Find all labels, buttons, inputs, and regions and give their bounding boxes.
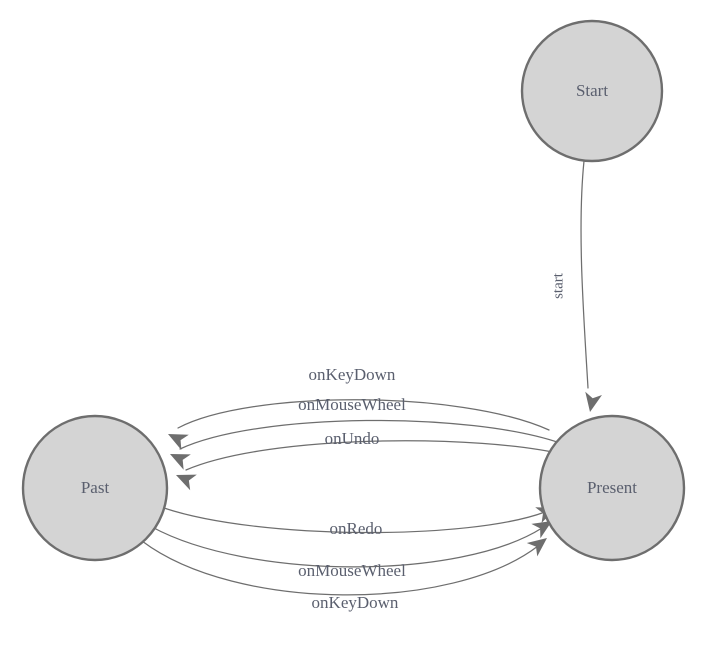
node-label-present: Present: [587, 478, 637, 497]
edge-line: [141, 540, 539, 596]
edge-labels-layer: start onKeyDown onMouseWheel onUndo onRedo on…: [298, 272, 566, 612]
node-label-start: Start: [576, 81, 608, 100]
edge-line: [185, 440, 567, 471]
arrowhead-icon: [531, 521, 552, 539]
arrowhead-icon: [526, 538, 547, 557]
edge-label-past-to-present-onredo: onRedo: [330, 519, 383, 538]
edge-present-to-past-onkeydown[interactable]: [164, 399, 550, 450]
edge-line: [179, 419, 561, 450]
node-circle: [538, 414, 686, 562]
edge-label-start-to-present: start: [550, 272, 566, 299]
edge-past-to-present-onmousewheel[interactable]: [151, 514, 557, 568]
edge-present-to-past-onundo[interactable]: [173, 440, 567, 491]
edge-label-past-to-present-onmousewheel: onMouseWheel: [298, 561, 406, 580]
arrowhead-icon: [170, 454, 191, 470]
edges-layer: [141, 160, 602, 596]
edge-line: [177, 399, 550, 431]
edge-present-to-past-onmousewheel[interactable]: [166, 419, 561, 470]
arrowhead-icon: [585, 391, 602, 412]
node-circle: [520, 19, 664, 163]
arrowhead-icon: [168, 434, 189, 450]
edge-label-past-to-present-onkeydown: onKeyDown: [312, 593, 399, 612]
node-past[interactable]: Past: [21, 414, 169, 562]
node-start[interactable]: Start: [520, 19, 664, 163]
edge-line: [580, 160, 589, 389]
edge-label-present-to-past-onundo: onUndo: [325, 429, 380, 448]
edge-line: [163, 507, 546, 534]
edge-line: [151, 526, 543, 568]
edge-start-to-present[interactable]: [580, 160, 602, 414]
node-present[interactable]: Present: [538, 414, 686, 562]
edge-label-present-to-past-onmousewheel: onMouseWheel: [298, 395, 406, 414]
edge-label-present-to-past-onkeydown: onKeyDown: [309, 365, 396, 384]
node-label-past: Past: [81, 478, 110, 497]
arrowhead-icon: [176, 474, 197, 491]
node-circle: [21, 414, 169, 562]
edge-past-to-present-onkeydown[interactable]: [141, 531, 552, 596]
